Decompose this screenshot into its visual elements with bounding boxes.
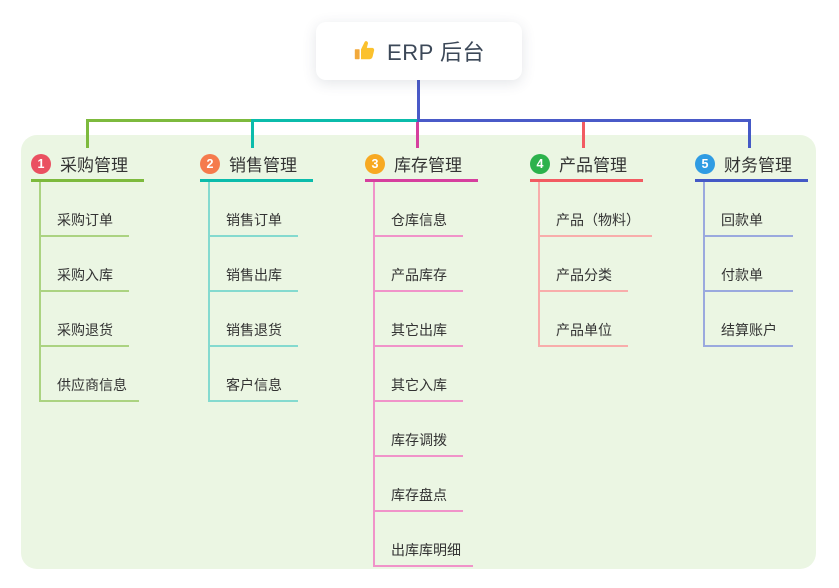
branch-item[interactable]: 仓库信息 (375, 182, 463, 237)
branch-header[interactable]: 5 财务管理 (695, 151, 808, 182)
connector-segment (252, 119, 417, 122)
connector-segment (251, 119, 254, 148)
branch-item[interactable]: 采购订单 (41, 182, 129, 237)
branch-label: 产品管理 (559, 156, 627, 175)
branch-item-list: 仓库信息产品库存其它出库其它入库库存调拨库存盘点出库库明细 (373, 182, 478, 567)
connector-segment (417, 119, 751, 122)
branch-item[interactable]: 库存盘点 (375, 457, 463, 512)
branch-item[interactable]: 供应商信息 (41, 347, 139, 402)
branch-header[interactable]: 4 产品管理 (530, 151, 643, 182)
branch-item[interactable]: 销售出库 (210, 237, 298, 292)
branch-item-list: 回款单付款单结算账户 (703, 182, 808, 347)
root-node[interactable]: ERP 后台 (316, 22, 522, 80)
branch-item[interactable]: 客户信息 (210, 347, 298, 402)
branch-item-list: 销售订单销售出库销售退货客户信息 (208, 182, 313, 402)
branch-header[interactable]: 1 采购管理 (31, 151, 144, 182)
connector-segment (748, 119, 751, 148)
connector-segment (86, 119, 252, 122)
branch-header[interactable]: 3 库存管理 (365, 151, 478, 182)
connector-segment (417, 80, 420, 122)
branch-item[interactable]: 产品单位 (540, 292, 628, 347)
branch-item[interactable]: 销售订单 (210, 182, 298, 237)
branch-item[interactable]: 产品（物料） (540, 182, 652, 237)
branches-panel (21, 135, 816, 569)
branch-column: 3 库存管理仓库信息产品库存其它出库其它入库库存调拨库存盘点出库库明细 (365, 151, 478, 567)
branch-column: 5 财务管理回款单付款单结算账户 (695, 151, 808, 347)
branch-column: 1 采购管理采购订单采购入库采购退货供应商信息 (31, 151, 144, 402)
branch-label: 库存管理 (394, 156, 462, 175)
branch-number-badge: 5 (695, 153, 715, 174)
branch-item[interactable]: 付款单 (705, 237, 793, 292)
branch-item-list: 采购订单采购入库采购退货供应商信息 (39, 182, 144, 402)
branch-column: 4 产品管理产品（物料）产品分类产品单位 (530, 151, 652, 347)
branch-item[interactable]: 销售退货 (210, 292, 298, 347)
branch-item[interactable]: 采购退货 (41, 292, 129, 347)
branch-item[interactable]: 回款单 (705, 182, 793, 237)
thumbs-up-icon (353, 39, 377, 63)
branch-item[interactable]: 库存调拨 (375, 402, 463, 457)
branch-label: 采购管理 (60, 156, 128, 175)
branch-column: 2 销售管理销售订单销售出库销售退货客户信息 (200, 151, 313, 402)
branch-number-badge: 3 (365, 153, 385, 174)
branch-item[interactable]: 结算账户 (705, 292, 793, 347)
branch-item[interactable]: 其它入库 (375, 347, 463, 402)
branch-label: 销售管理 (229, 156, 297, 175)
branch-item[interactable]: 采购入库 (41, 237, 129, 292)
branch-item-list: 产品（物料）产品分类产品单位 (538, 182, 652, 347)
branch-item[interactable]: 其它出库 (375, 292, 463, 347)
branch-number-badge: 1 (31, 153, 51, 174)
branch-header[interactable]: 2 销售管理 (200, 151, 313, 182)
connector-segment (582, 122, 585, 148)
branch-item[interactable]: 出库库明细 (375, 512, 473, 567)
branch-item[interactable]: 产品分类 (540, 237, 628, 292)
branch-number-badge: 2 (200, 153, 220, 174)
branch-label: 财务管理 (724, 156, 792, 175)
connector-segment (86, 119, 89, 148)
connector-segment (416, 122, 419, 148)
branch-item[interactable]: 产品库存 (375, 237, 463, 292)
branch-number-badge: 4 (530, 153, 550, 174)
root-title: ERP 后台 (387, 40, 485, 65)
